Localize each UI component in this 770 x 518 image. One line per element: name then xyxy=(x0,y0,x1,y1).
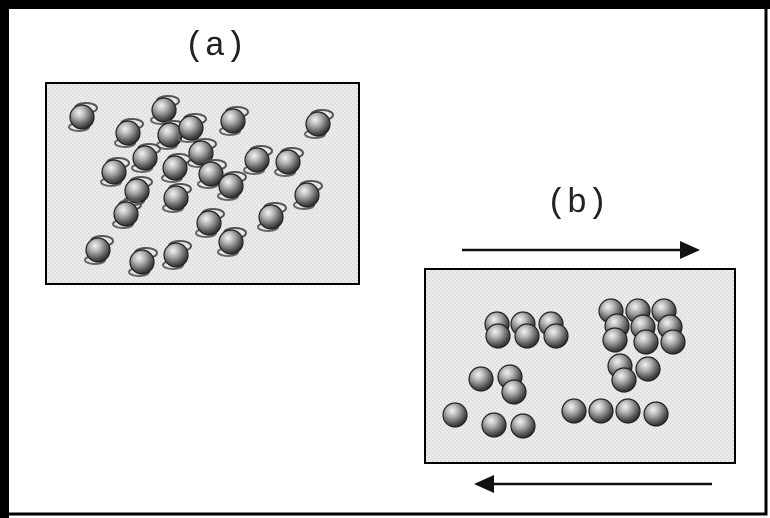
particle xyxy=(305,111,331,137)
particle xyxy=(151,97,177,123)
particle xyxy=(643,401,669,427)
top-arrow xyxy=(462,241,700,259)
particle xyxy=(101,159,127,185)
particle xyxy=(85,237,111,263)
particle xyxy=(124,178,150,204)
particle xyxy=(196,210,222,236)
particle xyxy=(501,379,527,405)
particle xyxy=(162,155,188,181)
particle xyxy=(543,323,569,349)
particle xyxy=(588,398,614,424)
particle xyxy=(218,229,244,255)
particle xyxy=(294,182,320,208)
particle xyxy=(611,367,637,393)
particle xyxy=(113,201,139,227)
particle xyxy=(602,327,628,353)
particle xyxy=(442,402,468,428)
particle xyxy=(129,249,155,275)
bottom-arrow xyxy=(474,475,712,493)
particle xyxy=(635,356,661,382)
panel-a-particles xyxy=(68,95,334,277)
frame-left-edge xyxy=(0,0,9,518)
panel-a-label: (a) xyxy=(184,28,245,66)
particle xyxy=(244,147,270,173)
particle xyxy=(514,323,540,349)
particle xyxy=(258,204,284,230)
particle xyxy=(561,398,587,424)
particle xyxy=(132,145,158,171)
panel-b-label: (b) xyxy=(546,185,607,223)
particle xyxy=(218,173,244,199)
panel-a xyxy=(45,82,360,285)
particle xyxy=(163,185,189,211)
particle xyxy=(198,161,224,187)
particle xyxy=(485,323,511,349)
particle xyxy=(660,329,686,355)
panel-b-box xyxy=(424,268,736,464)
particle xyxy=(615,398,641,424)
particle xyxy=(178,115,204,141)
particle xyxy=(510,413,536,439)
arrowhead-right-icon xyxy=(680,241,700,259)
particle xyxy=(163,242,189,268)
particle xyxy=(468,366,494,392)
panel-b-particles xyxy=(442,298,686,439)
panel-b xyxy=(424,268,736,464)
arrowhead-left-icon xyxy=(474,475,494,493)
frame-top-edge xyxy=(0,0,770,9)
particle xyxy=(275,149,301,175)
particle xyxy=(157,122,183,148)
particle xyxy=(69,104,95,130)
particle xyxy=(633,329,659,355)
particle xyxy=(115,120,141,146)
particle xyxy=(481,412,507,438)
particle xyxy=(188,140,214,166)
particle xyxy=(220,108,246,134)
